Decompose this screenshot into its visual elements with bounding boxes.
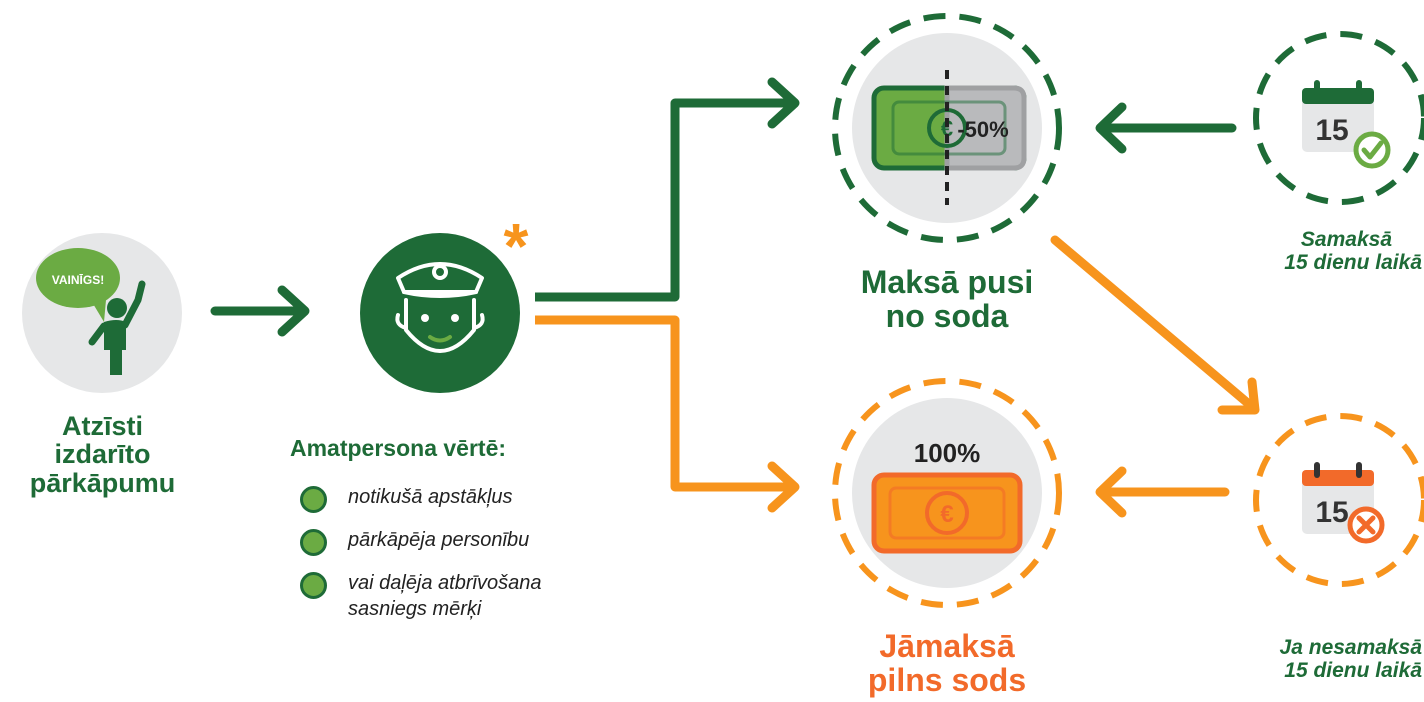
checkmark-icon [1353, 131, 1391, 169]
arrow-official-to-full-fine [535, 315, 800, 513]
half-fine-label: Maksā pusi no soda [860, 264, 1034, 334]
svg-text:€: € [940, 501, 953, 528]
bullet-icon [300, 572, 327, 599]
calendar-day: 15 [1315, 114, 1348, 147]
half-fine-badge: -50% [957, 117, 1008, 142]
arrow-not-paid-to-full-fine [1095, 466, 1230, 518]
official-node [360, 233, 520, 393]
arrow-paid-to-half-fine [1095, 102, 1237, 154]
bubble-text: VAINĪGS! [52, 273, 104, 287]
speech-bubble-icon: VAINĪGS! [36, 248, 120, 322]
cross-icon [1347, 506, 1385, 544]
euro-coin-icon: € [925, 491, 969, 535]
person-waving-icon [88, 280, 146, 375]
bullet-icon [300, 486, 327, 513]
paid-on-time-node: 15 [1253, 31, 1424, 205]
bullet-icon [300, 529, 327, 556]
official-asterisk: * [504, 210, 529, 282]
full-fine-badge: 100% [914, 438, 981, 468]
calendar-icon: 15 [1302, 80, 1374, 152]
arrow-admit-to-official [210, 285, 310, 337]
officer-face-icon [395, 262, 485, 353]
official-heading: Amatpersona vērtē: [290, 435, 507, 461]
calendar-day: 15 [1315, 496, 1348, 529]
full-fine-node: 100% € [832, 378, 1062, 608]
not-paid-caption: Ja nesamaksā 15 dienu laikā [1279, 636, 1422, 683]
half-fine-node: € -50% [832, 13, 1062, 243]
banknote-icon: € [871, 472, 1023, 554]
paid-on-time-caption: Samaksā 15 dienu laikā [1284, 228, 1422, 275]
full-fine-label: Jāmaksā pilns sods [867, 628, 1027, 698]
arrow-half-fine-to-not-paid [1050, 235, 1260, 415]
admit-label: Atzīsti izdarīto pārkāpumu [29, 411, 176, 498]
not-paid-node: 15 [1253, 413, 1424, 587]
admit-node: VAINĪGS! [22, 233, 182, 393]
euro-sign: € [941, 116, 953, 141]
arrow-official-to-half-fine [535, 77, 800, 302]
